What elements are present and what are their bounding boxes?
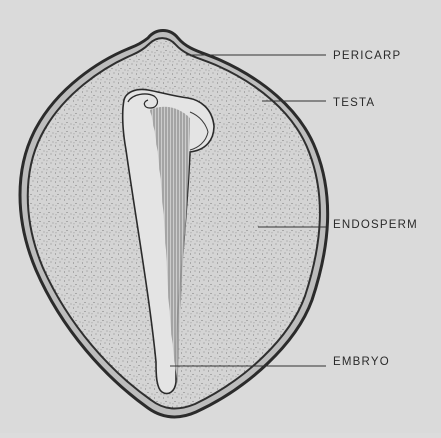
endosperm-label: ENDOSPERM xyxy=(333,219,418,231)
pericarp-label: PERICARP xyxy=(333,50,401,62)
testa-label: TESTA xyxy=(333,97,375,109)
embryo-label: EMBRYO xyxy=(333,356,390,368)
